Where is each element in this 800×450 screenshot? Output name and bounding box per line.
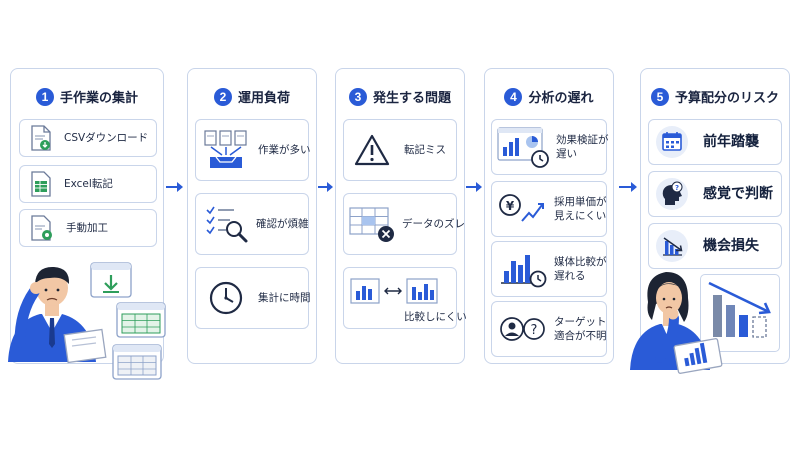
step-3-item-2: データのズレ (343, 193, 465, 255)
clock-icon (208, 280, 244, 316)
declining-chart-icon (655, 229, 689, 263)
step-2-header: 2 運用負荷 (188, 87, 316, 106)
step-4-item-3: 媒体比較が 遅れる (491, 241, 607, 297)
step-1-item-1-label: CSVダウンロード (64, 131, 149, 144)
step-5-item-3: 機会損失 (648, 223, 782, 269)
step-2-title: 運用負荷 (237, 91, 290, 106)
step-3-number: 3 (348, 87, 367, 106)
step-2-panel: 2 運用負荷 作業が多い (187, 68, 317, 364)
step-4-item-2-label: 採用単価が 見えにくい (554, 195, 607, 222)
flow-arrow-2 (318, 181, 334, 193)
step-5-header: 5 予算配分のリスク (641, 87, 789, 106)
step-3-item-1: 転記ミス (343, 119, 457, 181)
head-thought-icon: ? (655, 177, 689, 211)
step-5-title: 予算配分のリスク (674, 91, 779, 106)
step-4-item-2: ¥ 採用単価が 見えにくい (491, 181, 607, 237)
step-4-header: 4 分析の遅れ (485, 87, 613, 106)
file-gear-icon (30, 215, 54, 241)
step-1-panel: 1 手作業の集計 CSVダウンロード Excel転記 (10, 68, 164, 364)
step-5-item-2-label: 感覚で判断 (703, 185, 773, 202)
step-3-item-3: 比較しにくい (343, 267, 467, 329)
step-3-panel: 3 発生する問題 転記ミス データのズレ (335, 68, 467, 364)
step-3-item-3-label: 比較しにくい (404, 311, 467, 323)
svg-text:¥: ¥ (506, 199, 515, 213)
confused-worker-illustration (0, 252, 110, 364)
step-5-item-2: ? 感覚で判断 (648, 171, 782, 217)
compare-charts-icon (350, 278, 450, 306)
excel-sheet-icon (30, 171, 52, 197)
step-4-title: 分析の遅れ (528, 91, 594, 106)
worried-manager-illustration (626, 258, 730, 374)
step-2-number: 2 (213, 87, 232, 106)
step-1-number: 1 (35, 87, 54, 106)
warning-icon (354, 134, 390, 166)
step-1-item-3-label: 手動加工 (66, 221, 108, 234)
step-1-item-2-label: Excel転記 (64, 177, 113, 190)
step-4-item-4-label: ターゲット 適合が不明 (554, 315, 607, 342)
step-1-item-2: Excel転記 (19, 165, 157, 203)
step-2-item-2-label: 確認が煩雑 (256, 217, 309, 230)
step-3-title: 発生する問題 (372, 91, 451, 106)
flow-arrow-4 (619, 181, 638, 193)
declining-budget-chart (700, 274, 780, 352)
spreadsheet-window-icon-2 (112, 344, 162, 380)
step-4-item-1-label: 効果検証が 遅い (556, 133, 609, 160)
step-4-item-3-label: 媒体比較が 遅れる (554, 255, 607, 282)
flow-arrow-1 (166, 181, 184, 193)
step-1-header: 1 手作業の集計 (11, 87, 163, 106)
yen-trend-icon: ¥ (498, 191, 546, 227)
step-5-item-3-label: 機会損失 (703, 237, 759, 254)
step-4-number: 4 (504, 87, 523, 106)
csv-file-icon (30, 125, 52, 151)
spreadsheet-window-icon (116, 302, 166, 338)
step-2-item-2: 確認が煩雑 (195, 193, 309, 255)
step-3-item-1-label: 転記ミス (404, 143, 446, 156)
document-stack-icon (202, 129, 250, 171)
download-window-icon (90, 262, 132, 298)
step-3-header: 3 発生する問題 (336, 87, 464, 106)
flow-arrow-3 (466, 181, 483, 193)
svg-text:?: ? (531, 323, 538, 338)
step-5-number: 5 (650, 87, 669, 106)
step-4-item-4: ? ターゲット 適合が不明 (491, 301, 607, 357)
step-1-item-1: CSVダウンロード (19, 119, 157, 157)
dashboard-clock-icon (496, 125, 550, 169)
spreadsheet-error-icon (348, 204, 398, 244)
svg-text:?: ? (675, 184, 679, 192)
user-question-icon: ? (500, 314, 546, 344)
step-3-item-2-label: データのズレ (402, 217, 465, 230)
calendar-icon (655, 125, 689, 159)
bar-chart-clock-icon (498, 249, 548, 289)
step-2-item-3: 集計に時間 (195, 267, 311, 329)
step-2-item-3-label: 集計に時間 (258, 291, 311, 304)
step-5-item-1-label: 前年踏襲 (703, 133, 759, 150)
step-4-panel: 4 分析の遅れ 効果検証が 遅い ¥ (484, 68, 614, 364)
step-5-item-1: 前年踏襲 (648, 119, 782, 165)
step-2-item-1: 作業が多い (195, 119, 311, 181)
step-1-item-3: 手動加工 (19, 209, 157, 247)
step-2-item-1-label: 作業が多い (258, 143, 311, 156)
step-1-title: 手作業の集計 (59, 91, 138, 106)
checklist-magnifier-icon (204, 203, 248, 245)
step-4-item-1: 効果検証が 遅い (491, 119, 609, 175)
